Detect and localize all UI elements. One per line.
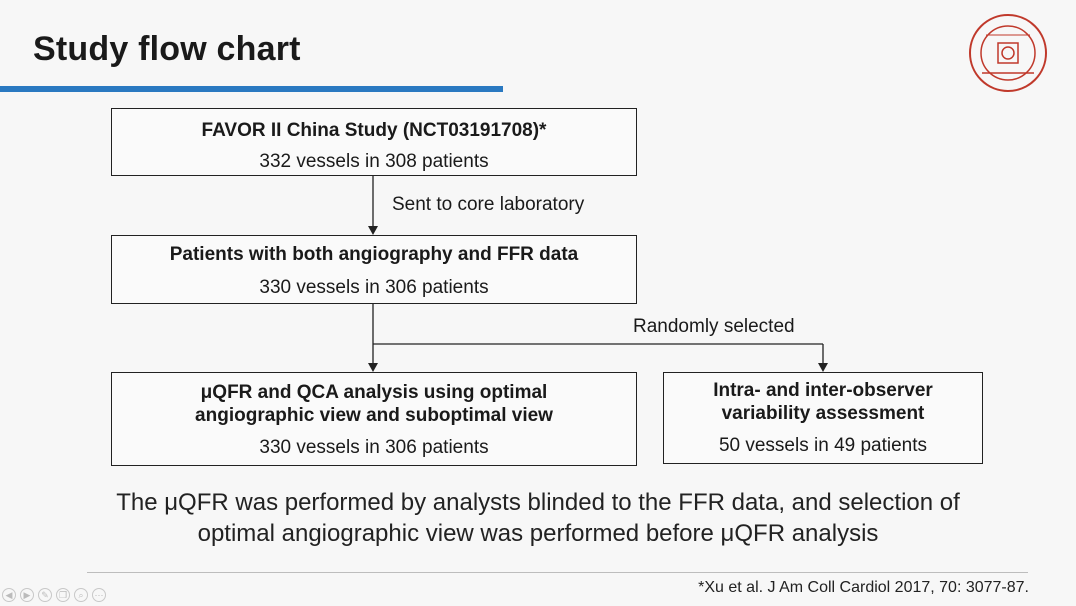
box-study-count: 332 vessels in 308 patients (259, 151, 489, 172)
box-study-title: FAVOR II China Study (NCT03191708)* (201, 120, 547, 141)
prev-icon[interactable]: ◀ (2, 588, 16, 602)
box-uqfr-qca-title-line1: μQFR and QCA analysis using optimal (200, 382, 548, 403)
more-icon[interactable]: ⋯ (92, 588, 106, 602)
box-variability-title-line1: Intra- and inter-observer (713, 380, 933, 401)
pen-icon[interactable]: ✎ (38, 588, 52, 602)
box-variability-title-line2: variability assessment (721, 403, 925, 424)
box-angiography-ffr-title: Patients with both angiography and FFR d… (169, 244, 579, 265)
university-logo (969, 14, 1047, 92)
box-variability-count: 50 vessels in 49 patients (718, 435, 928, 456)
box-angiography-ffr-count: 330 vessels in 306 patients (259, 277, 489, 298)
copy-icon[interactable]: ❐ (56, 588, 70, 602)
label-sent-to-core: Sent to core laboratory (392, 194, 585, 215)
box-uqfr-qca-title-line2: angiographic view and suboptimal view (195, 405, 553, 426)
reference-citation: *Xu et al. J Am Coll Cardiol 2017, 70: 3… (698, 579, 1029, 596)
slideshow-controls: ◀ ▶ ✎ ❐ ⌕ ⋯ (2, 588, 106, 604)
box-variability: Intra- and inter-observer variability as… (663, 372, 983, 464)
footnote-text: The μQFR was performed by analysts blind… (60, 487, 1016, 549)
next-icon[interactable]: ▶ (20, 588, 34, 602)
box-angiography-ffr: Patients with both angiography and FFR d… (111, 235, 637, 304)
footer-divider (87, 572, 1028, 573)
footnote-line2: optimal angiographic view was performed … (197, 520, 879, 547)
slide-title: Study flow chart (33, 30, 301, 68)
title-underline (0, 86, 503, 92)
box-uqfr-qca: μQFR and QCA analysis using optimal angi… (111, 372, 637, 466)
box-uqfr-qca-count: 330 vessels in 306 patients (259, 437, 489, 458)
zoom-icon[interactable]: ⌕ (74, 588, 88, 602)
footnote-line1: The μQFR was performed by analysts blind… (116, 489, 960, 516)
box-study: FAVOR II China Study (NCT03191708)* 332 … (111, 108, 637, 176)
label-randomly-selected: Randomly selected (633, 316, 795, 337)
